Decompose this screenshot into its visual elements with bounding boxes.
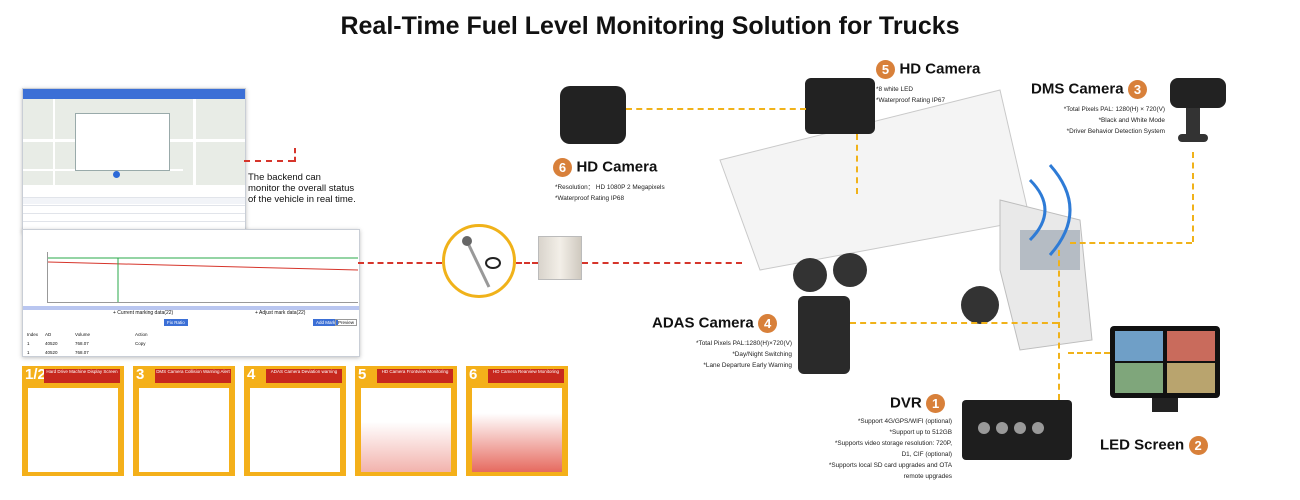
adas-camera-heading: ADAS Camera 4 — [652, 314, 778, 333]
badge-6: 6 — [553, 158, 572, 177]
spec-line: D1, CIF (optional) — [901, 451, 952, 458]
map-dashboard — [22, 88, 246, 232]
page-title: Real-Time Fuel Level Monitoring Solution… — [340, 12, 960, 40]
tile-caption: HD Camera Frontview Monitoring — [377, 369, 453, 383]
tile-caption: DMS Camera Collision Warning Alert — [155, 369, 231, 383]
dvr-label: DVR — [890, 394, 922, 412]
hd-camera-6-heading: 6 HD Camera — [553, 158, 657, 177]
preview-button[interactable]: Preview — [335, 319, 358, 326]
truck-front-image — [28, 388, 118, 472]
led-screen-heading: LED Screen 2 — [1100, 436, 1208, 455]
adas-camera-specs: *Total Pixels PAL:1280(H)×720(V) *Day/Ni… — [668, 338, 792, 371]
badge-4: 4 — [758, 314, 778, 333]
fuel-tank-icon — [538, 236, 582, 280]
truck-front-image — [139, 388, 229, 472]
dms-camera-specs: *Total Pixels PAL: 1280(H) × 720(V) *Bla… — [1030, 104, 1165, 137]
hd-camera-6-specs: *Resolution： HD 1080P 2 Megapixels *Wate… — [555, 182, 665, 204]
vehicle-marker-icon[interactable] — [113, 171, 120, 178]
spec-line: *Waterproof Rating IP68 — [555, 195, 625, 202]
tile-caption: ADAS Camera Deviation warning — [266, 369, 342, 383]
fuel-dashboard: + Current marking data(22) + Adjust mark… — [22, 229, 360, 357]
spec-line: *Black and White Mode — [1098, 117, 1165, 124]
tile-caption: Hard Drive Machine Display Screen — [44, 369, 120, 383]
spec-line: *Waterproof Rating IP67 — [876, 97, 946, 104]
hd-camera-5-label: HD Camera — [899, 60, 981, 78]
tracking-map — [23, 99, 245, 185]
tile-rearview: 6 HD Camera Rearview Monitoring — [466, 366, 568, 476]
tile-hard-drive: 1/2 Hard Drive Machine Display Screen — [22, 366, 124, 476]
tile-adas: 4 ADAS Camera Deviation warning — [244, 366, 346, 476]
add-mark-button[interactable]: Add Mark — [313, 319, 339, 326]
adas-camera-label: ADAS Camera — [652, 314, 754, 332]
hd-camera-5-heading: 5 HD Camera — [876, 60, 980, 79]
truck-front-image — [361, 388, 451, 472]
tile-caption: HD Camera Rearview Monitoring — [488, 369, 564, 383]
spec-line: *Day/Night Switching — [732, 351, 792, 358]
led-screen-label: LED Screen — [1100, 436, 1185, 454]
tile-number: 3 — [136, 366, 145, 383]
backend-note-line: of the vehicle in real time. — [248, 194, 356, 205]
tile-number: 4 — [247, 366, 256, 383]
spec-line: *Total Pixels PAL: 1280(H) × 720(V) — [1063, 106, 1165, 113]
truck-rear-image — [472, 388, 562, 472]
fuel-level-chart — [47, 252, 359, 303]
spec-line: *Supports video storage resolution: 720P… — [834, 440, 952, 447]
dvr-heading: DVR 1 — [890, 394, 946, 413]
vehicle-popup[interactable] — [75, 113, 170, 171]
fix-ratio-button[interactable]: Fix Ratio — [164, 319, 188, 326]
spec-line: *Support up to 512GB — [889, 429, 952, 436]
tile-dms: 3 DMS Camera Collision Warning Alert — [133, 366, 235, 476]
dashboard-topbar — [23, 89, 245, 99]
truck-side-image — [250, 388, 340, 472]
dms-camera-label: DMS Camera — [1031, 80, 1124, 98]
spec-line: *Driver Behavior Detection System — [1066, 128, 1165, 135]
backend-note-line: The backend can — [248, 172, 321, 183]
badge-2: 2 — [1188, 436, 1208, 455]
tile-number: 6 — [469, 366, 478, 383]
spec-line: *Lane Departure Early Warning — [703, 362, 792, 369]
spec-line: *Support 4G/GPS/WIFI (optional) — [857, 418, 952, 425]
tile-number: 5 — [358, 366, 367, 383]
dms-camera-image — [1170, 78, 1226, 150]
hd-camera-6-label: HD Camera — [576, 158, 658, 176]
badge-1: 1 — [926, 394, 946, 413]
adas-camera-image — [798, 296, 850, 374]
backend-note-line: monitor the overall status — [248, 183, 355, 194]
badge-3: 3 — [1128, 80, 1147, 99]
spec-line: *Resolution： HD 1080P 2 Megapixels — [555, 184, 665, 191]
fuel-level-lines — [47, 257, 359, 302]
spec-line: *Supports local SD card upgrades and OTA — [828, 462, 952, 469]
dms-camera-heading: DMS Camera 3 — [1031, 80, 1147, 99]
tile-number: 1/2 — [25, 366, 46, 383]
dvr-image — [962, 400, 1072, 460]
badge-5: 5 — [876, 60, 895, 79]
backend-note: The backend can monitor the overall stat… — [248, 172, 368, 205]
hd-camera-6-image — [560, 86, 626, 144]
truck-image — [700, 70, 1140, 370]
led-screen-image — [1110, 326, 1220, 398]
tile-frontview: 5 HD Camera Frontview Monitoring — [355, 366, 457, 476]
spec-line: remote upgrades — [903, 473, 952, 480]
fuel-sensor-icon — [442, 224, 516, 298]
hd-camera-5-image — [805, 78, 875, 134]
spec-line: *8 white LED — [876, 86, 913, 93]
hd-camera-5-specs: *8 white LED *Waterproof Rating IP67 — [876, 84, 945, 106]
current-marking-heading: + Current marking data(22) — [113, 310, 174, 316]
dvr-specs: *Support 4G/GPS/WIFI (optional) *Support… — [782, 416, 952, 482]
spec-line: *Total Pixels PAL:1280(H)×720(V) — [696, 340, 792, 347]
adjust-marking-heading: + Adjust mark data(22) — [255, 310, 306, 316]
